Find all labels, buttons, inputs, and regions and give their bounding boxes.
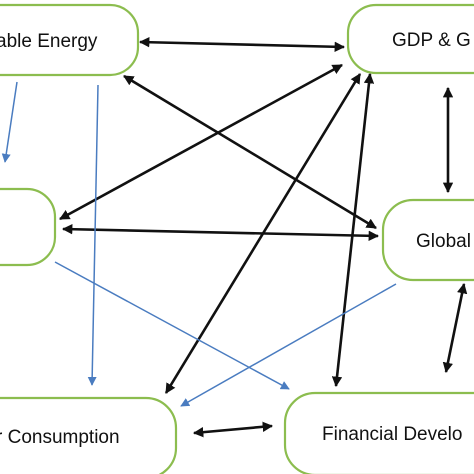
node-renewable-energy-label: able Energy [0,31,98,52]
node-consumption-box [0,396,178,474]
node-financial-development-label: Financial Develo [322,424,462,445]
node-consumption: r Consumption [0,396,178,474]
arrow-gdp-financial [331,72,375,388]
arrow-gdp-left [59,63,343,221]
node-gdp-box [346,3,474,75]
arrow-globalization-financial [442,282,468,374]
node-financial-development-box [283,391,474,474]
arrow-energy-gdp [138,37,346,52]
arrow-consumption-financial [192,421,274,438]
node-financial-development: Financial Develo [283,391,474,474]
node-consumption-label: r Consumption [0,427,120,448]
node-renewable-energy-box [0,3,140,77]
arrow-globalization-consumption-blue [180,283,397,407]
arrow-energy-left-blue [1,81,18,163]
node-gdp-label: GDP & G [392,30,471,51]
node-globalization: Global [381,198,474,282]
node-left-box [0,187,57,267]
node-left [0,187,57,267]
node-gdp: GDP & G [346,3,474,75]
arrow-left-financial-blue [54,261,290,390]
arrow-energy-consumption-blue [87,84,99,386]
node-globalization-label: Global [416,231,471,252]
arrow-energy-globalization [123,74,377,230]
node-renewable-energy: able Energy [0,3,140,77]
node-globalization-box [381,198,474,282]
arrow-left-globalization [61,224,380,241]
